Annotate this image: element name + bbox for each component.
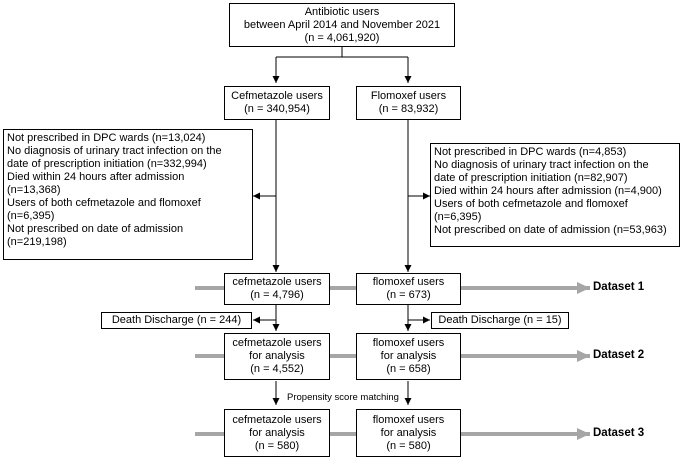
flo-d2-line2: for analysis [380,350,437,362]
cef-d3-line2: for analysis [249,426,305,439]
cefmetazole-users-line1: Cefmetazole users [231,90,323,102]
dataset3-label: Dataset 3 [593,427,645,439]
top-box-line1: Antibiotic users [304,5,380,18]
flo-d2-line1: flomoxef users [372,337,445,349]
cef-exclusion-line2: No diagnosis of urinary tract infection … [7,145,222,157]
flo-d2-line3: (n = 658) [386,363,431,375]
cef-exclusion-line9: (n=219,198) [7,236,67,248]
flo-exclusion-line2: No diagnosis of urinary tract infection … [434,159,649,171]
flomoxef-dataset3-box: flomoxef users for analysis (n = 580) [356,409,461,457]
cef-exclusion-line6: Users of both cefmetazole and flomoxef [7,197,201,209]
flomoxef-dataset2-box: flomoxef users for analysis (n = 658) [356,333,461,380]
propensity-score-label: Propensity score matching [287,392,399,403]
cefmetazole-users-box: Cefmetazole users (n = 340,954) [224,86,330,120]
cef-d3-line1: cefmetazole users [232,413,322,426]
cef-d2-line1: cefmetazole users [232,337,322,349]
dataset1-label: Dataset 1 [593,281,645,293]
top-box-line2: between April 2014 and November 2021 [243,18,441,31]
cef-exclusion-line1: Not prescribed in DPC wards (n=13,024) [7,132,206,144]
flomoxef-death-discharge-box: Death Discharge (n = 15) [431,312,569,329]
top-box: Antibiotic users between April 2014 and … [229,3,455,47]
dataset2-label: Dataset 2 [593,349,645,361]
cefmetazole-dataset1-box: cefmetazole users (n = 4,796) [224,273,330,305]
flo-d3-line3: (n = 580) [386,439,431,452]
cef-exclusion-line3: date of prescription initiation (n=332,9… [7,158,207,170]
flo-exclusion-line6: (n=6,395) [434,211,482,223]
cef-d3-line3: (n = 580) [254,439,300,452]
cef-exclusion-line5: (n=13,368) [7,184,61,196]
cef-exclusion-line4: Died within 24 hours after admission [7,171,185,183]
flo-d1-line2: (n = 673) [386,289,431,301]
cef-death-text: Death Discharge (n = 244) [111,314,242,326]
flomoxef-dataset1-box: flomoxef users (n = 673) [356,273,461,305]
flomoxef-exclusion-box: Not prescribed in DPC wards (n=4,853) No… [430,143,680,247]
cefmetazole-dataset2-box: cefmetazole users for analysis (n = 4,55… [224,333,330,380]
flomoxef-users-line1: Flomoxef users [370,90,447,102]
cefmetazole-death-discharge-box: Death Discharge (n = 244) [101,312,252,329]
flo-d3-line1: flomoxef users [372,413,445,426]
flo-exclusion-line7: Not prescribed on date of admission (n=5… [434,224,667,236]
cef-d1-line1: cefmetazole users [232,276,322,288]
cef-d1-line2: (n = 4,796) [250,289,304,301]
flomoxef-users-line2: (n = 83,932) [378,103,439,115]
top-box-line3: (n = 4,061,920) [304,31,380,44]
cef-d2-line2: for analysis [249,350,305,362]
flomoxef-users-box: Flomoxef users (n = 83,932) [356,86,461,120]
flo-exclusion-line3: date of prescription initiation (n=82,90… [434,172,628,184]
cef-d2-line3: (n = 4,552) [250,363,304,375]
flo-exclusion-line1: Not prescribed in DPC wards (n=4,853) [434,146,627,158]
cefmetazole-dataset3-box: cefmetazole users for analysis (n = 580) [224,409,330,457]
flo-exclusion-line4: Died within 24 hours after admission (n=… [434,185,662,197]
cefmetazole-users-line2: (n = 340,954) [244,103,310,115]
flo-d3-line2: for analysis [380,426,437,439]
cefmetazole-exclusion-box: Not prescribed in DPC wards (n=13,024) N… [3,129,253,260]
flo-d1-line1: flomoxef users [372,276,445,288]
flo-exclusion-line5: Users of both cefmetazole and flomoxef [434,198,628,210]
flo-death-text: Death Discharge (n = 15) [438,314,562,326]
cef-exclusion-line8: Not prescribed on date of admission [7,223,184,235]
cef-exclusion-line7: (n=6,395) [7,210,55,222]
